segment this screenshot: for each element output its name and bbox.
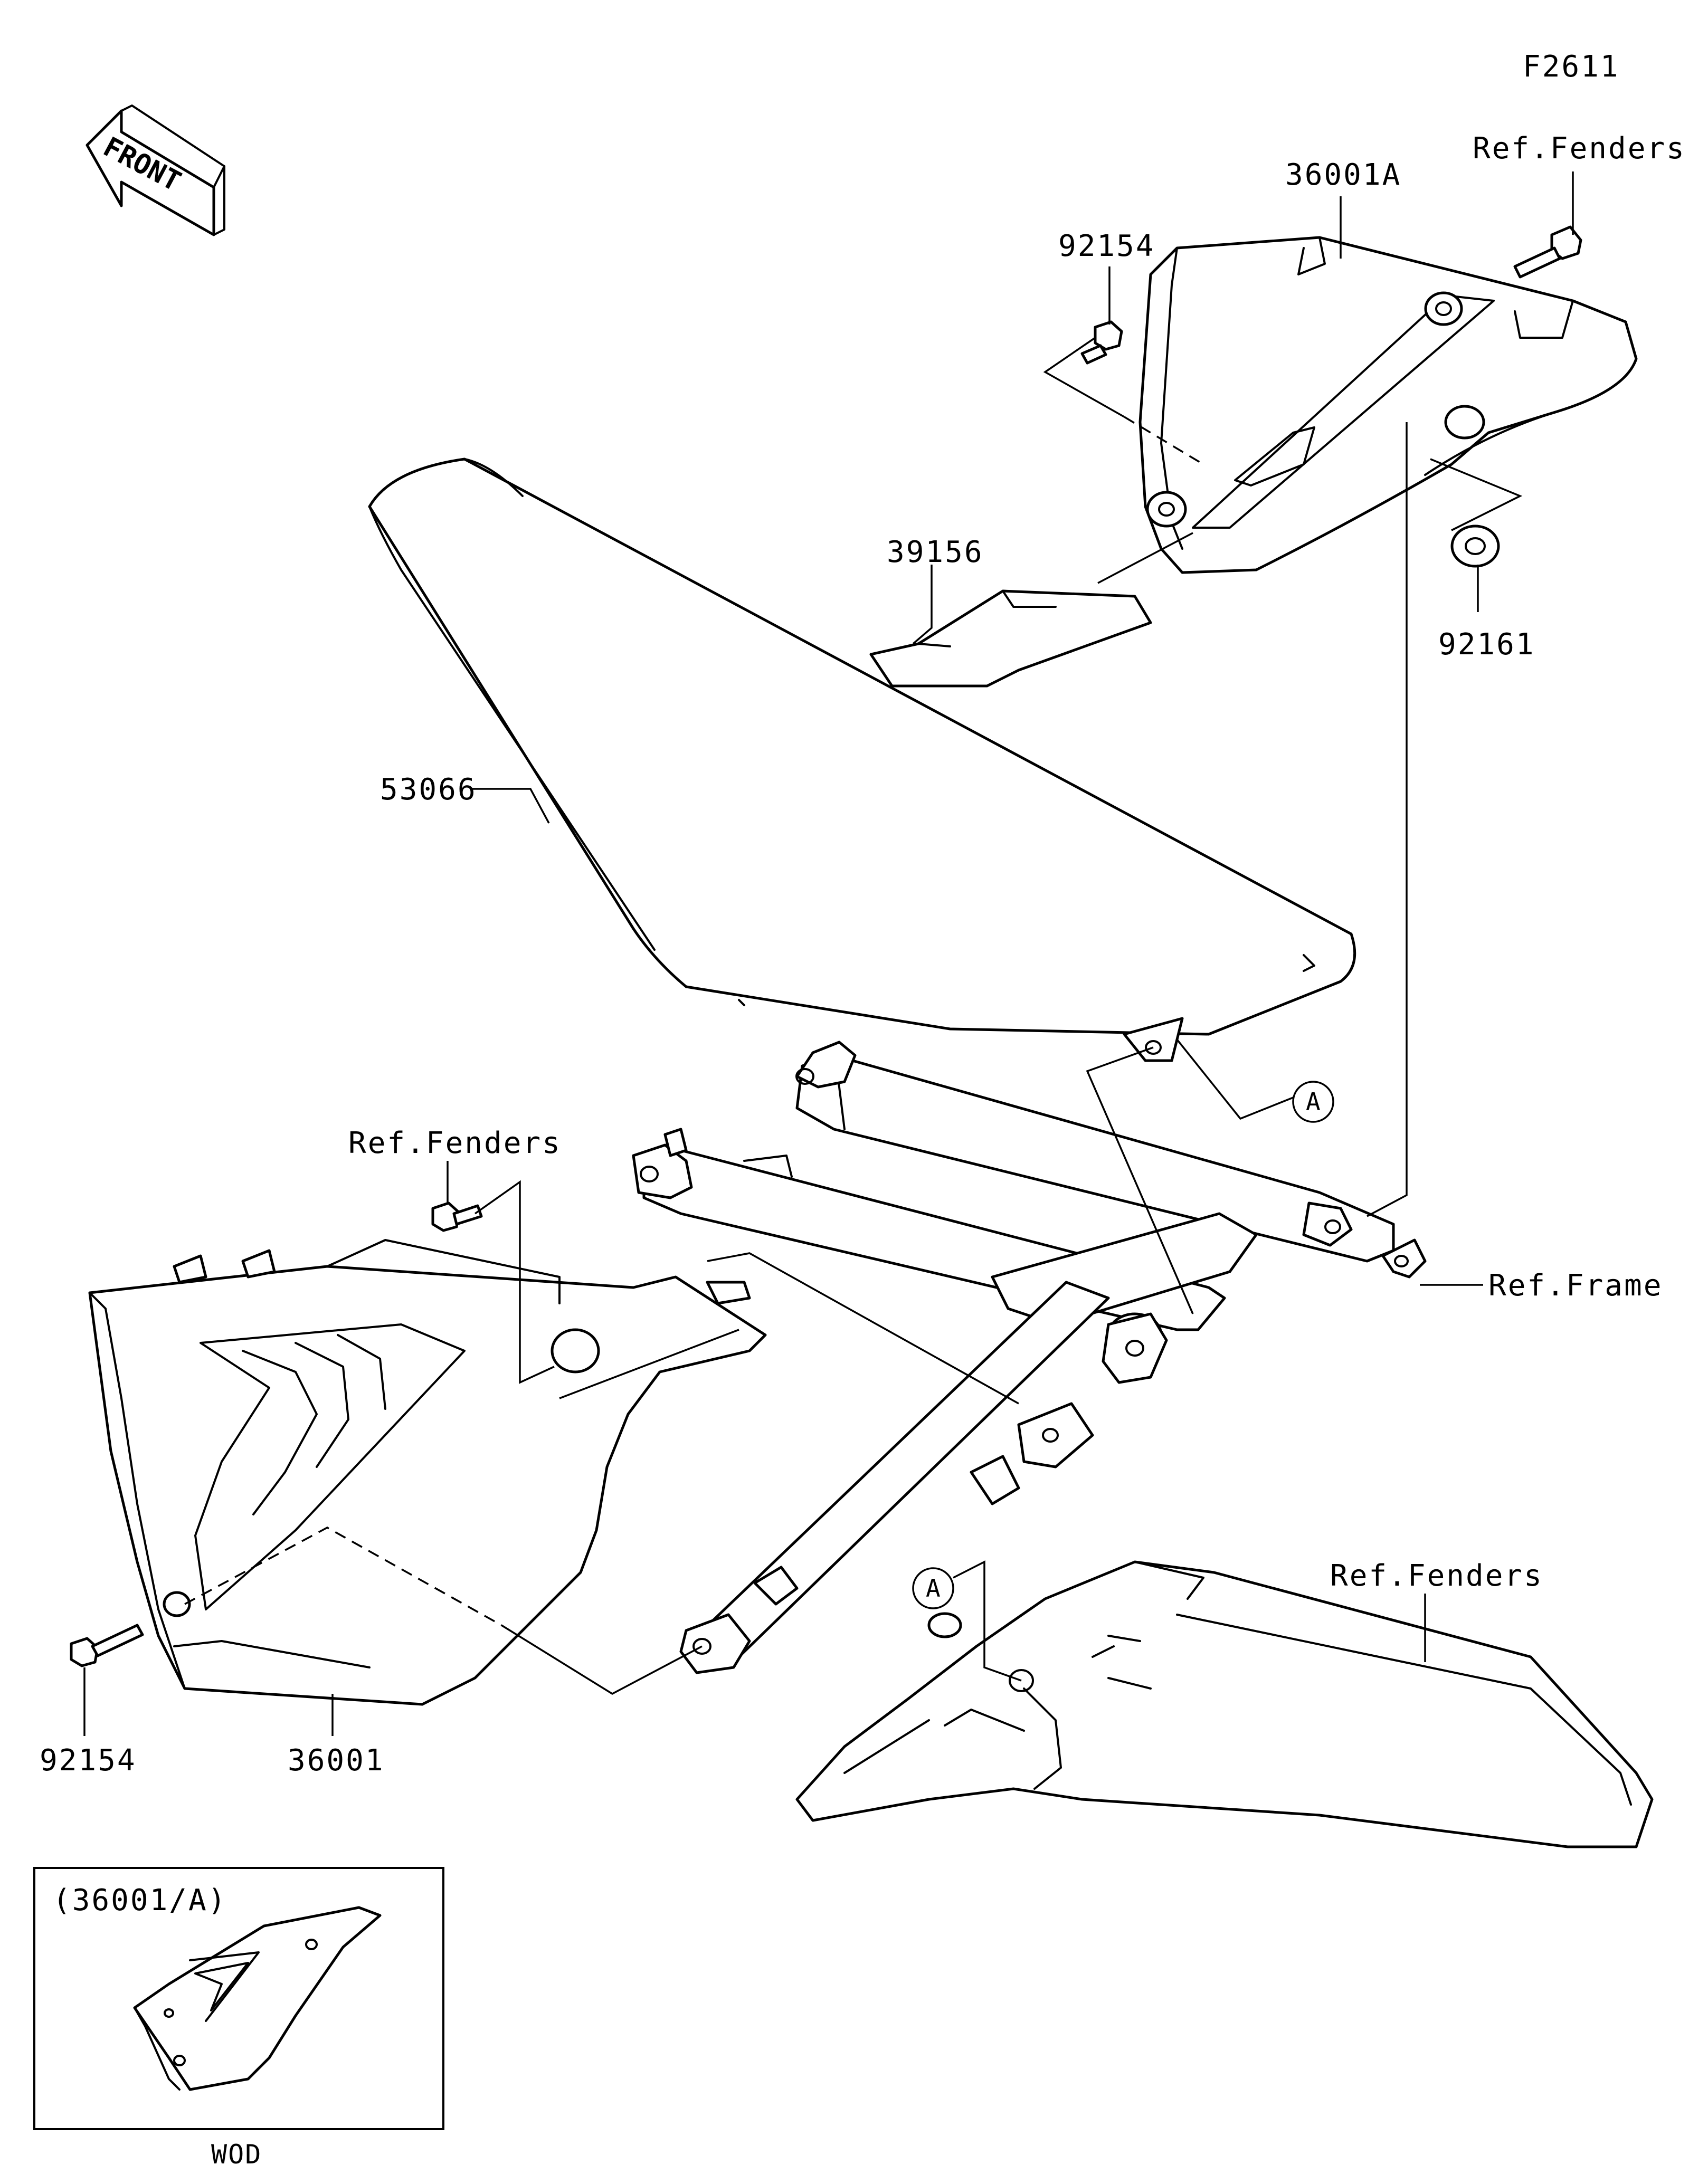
label-ref-fenders-top: Ref.Fenders xyxy=(1473,131,1686,166)
callout-a-right: A xyxy=(1306,1088,1321,1116)
subframe xyxy=(632,1041,1427,1674)
damper-39156 xyxy=(869,589,1152,688)
side-cover-36001 xyxy=(88,1239,767,1706)
inset-caption: WOD xyxy=(211,2139,262,2170)
callout-a-lower: A xyxy=(926,1574,941,1603)
label-92154-top: 92154 xyxy=(1058,229,1155,263)
label-53066: 53066 xyxy=(380,772,477,807)
callout-a-right-circle xyxy=(1292,1081,1334,1123)
inset-36001-a: (36001/A) WOD xyxy=(33,1867,444,2170)
inset-title: (36001/A) xyxy=(53,1883,227,1918)
bolt-icon xyxy=(70,1624,144,1667)
side-cover-36001a xyxy=(1138,236,1638,574)
label-92154-bottom: 92154 xyxy=(40,1743,137,1778)
bolt-icon xyxy=(1080,320,1123,365)
label-39156: 39156 xyxy=(887,535,984,569)
label-ref-fenders-bottom: Ref.Fenders xyxy=(1330,1559,1543,1593)
callout-a-lower-circle xyxy=(912,1567,954,1609)
label-36001: 36001 xyxy=(288,1743,385,1778)
diagram-code: F2611 xyxy=(1523,50,1620,84)
bolt-icon xyxy=(1513,225,1582,279)
label-36001a: 36001A xyxy=(1285,158,1401,192)
front-arrow-icon: FRONT xyxy=(86,104,225,236)
leader-lines xyxy=(83,171,1574,1736)
rear-fender xyxy=(795,1560,1654,1848)
collar-92161 xyxy=(1450,524,1500,568)
label-ref-frame: Ref.Frame xyxy=(1488,1269,1663,1303)
bolt-icon xyxy=(431,1201,483,1232)
seat-53066 xyxy=(368,457,1356,1062)
label-ref-fenders-left: Ref.Fenders xyxy=(348,1126,562,1160)
label-92161: 92161 xyxy=(1438,627,1535,662)
